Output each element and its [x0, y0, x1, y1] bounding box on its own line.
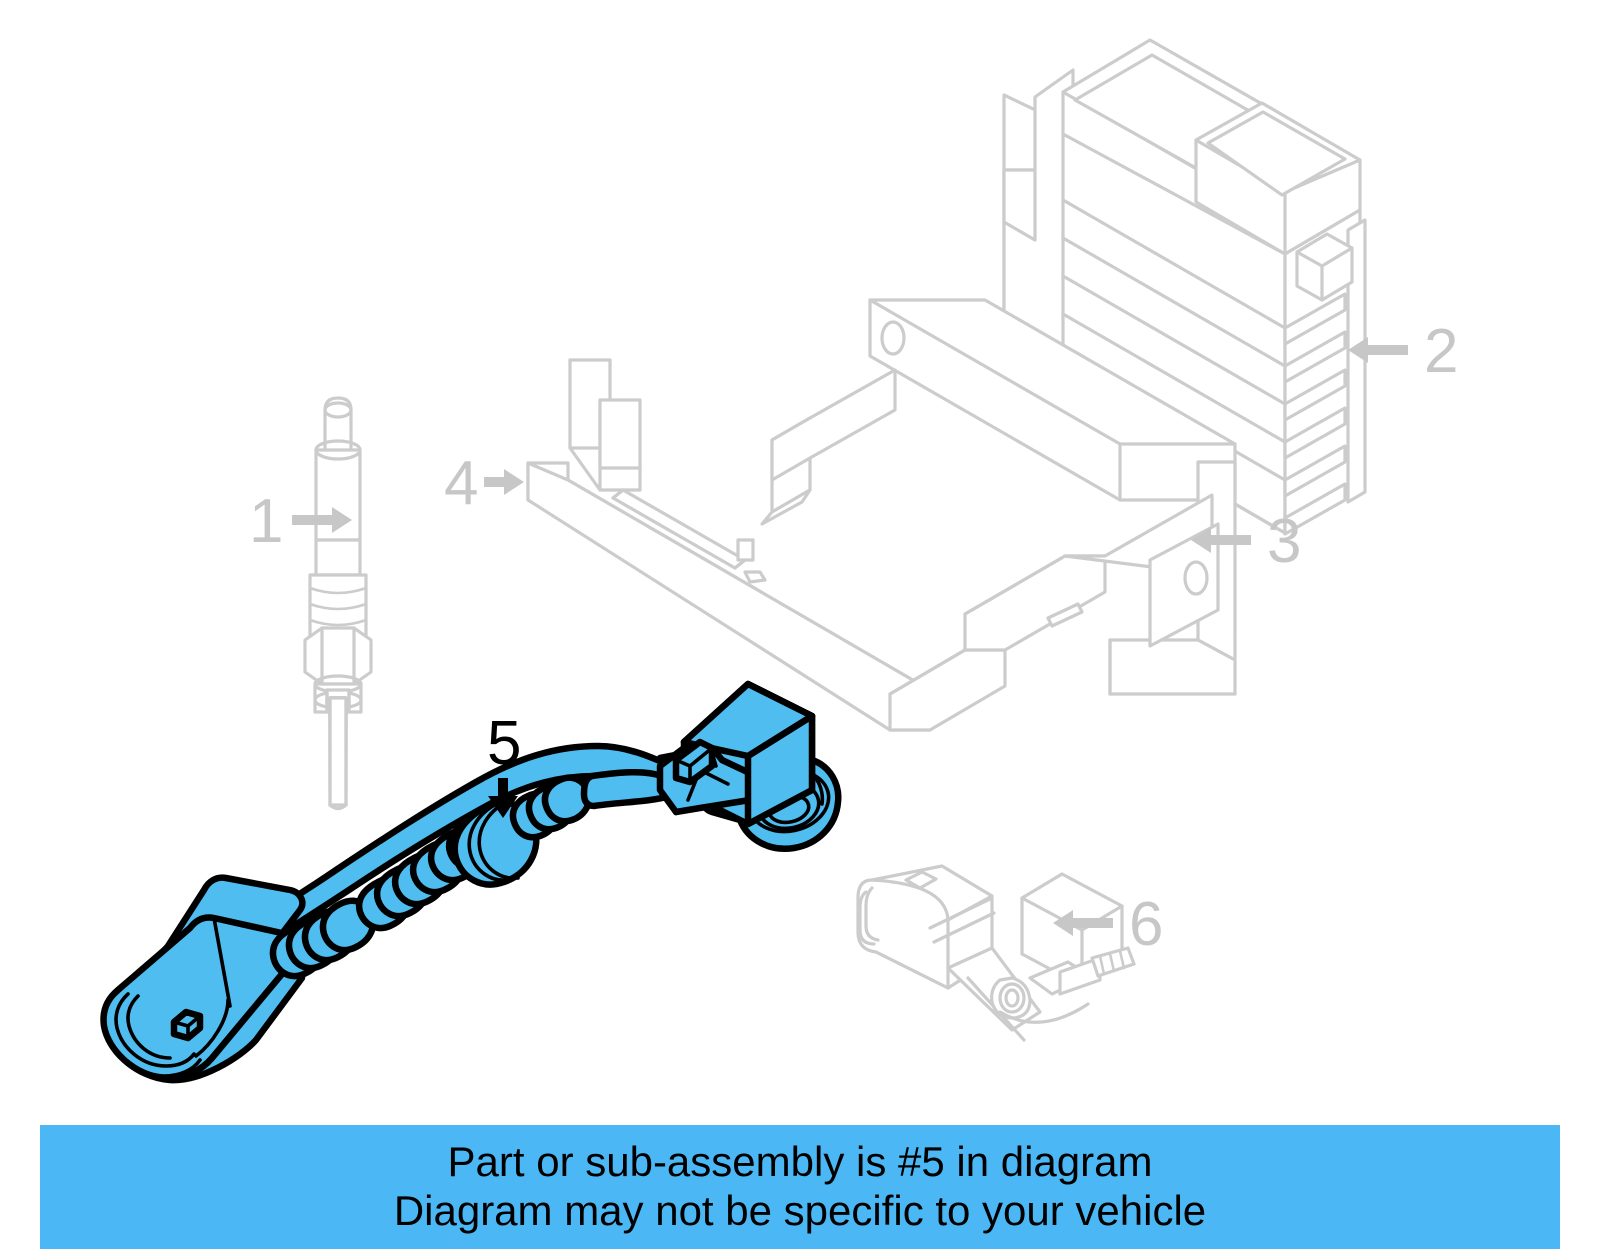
callout-4-number: 4 [444, 449, 478, 518]
callout-3-number: 3 [1267, 507, 1301, 576]
callout-4-arrow [484, 469, 524, 495]
callout-6-number: 6 [1129, 890, 1163, 959]
callout-6: 6 [1053, 890, 1163, 959]
part-6-crankshaft-position-sensor [856, 864, 1136, 1042]
callout-5-arrow [488, 778, 518, 818]
callout-2-arrow [1348, 337, 1408, 363]
callout-1: 1 [249, 487, 352, 556]
part-5-camshaft-position-sensor-highlighted [100, 680, 842, 1084]
part-1-glow-plug [303, 396, 373, 811]
callout-5-number: 5 [487, 709, 521, 778]
caption-banner: Part or sub-assembly is #5 in diagram Di… [40, 1125, 1560, 1249]
callout-4: 4 [444, 449, 524, 518]
caption-line-1: Part or sub-assembly is #5 in diagram [447, 1138, 1153, 1186]
caption-line-2: Diagram may not be specific to your vehi… [393, 1187, 1207, 1234]
callout-1-number: 1 [249, 487, 283, 556]
callout-2: 2 [1348, 317, 1458, 386]
callout-2-number: 2 [1424, 317, 1458, 386]
callout-3-arrow [1191, 527, 1251, 553]
callout-3: 3 [1191, 507, 1301, 576]
part-3-4-mounting-bracket [526, 298, 1237, 732]
callout-6-arrow [1053, 910, 1113, 936]
callout-1-arrow [292, 507, 352, 533]
part-2-engine-control-module [1002, 38, 1367, 536]
callout-5: 5 [487, 709, 521, 818]
